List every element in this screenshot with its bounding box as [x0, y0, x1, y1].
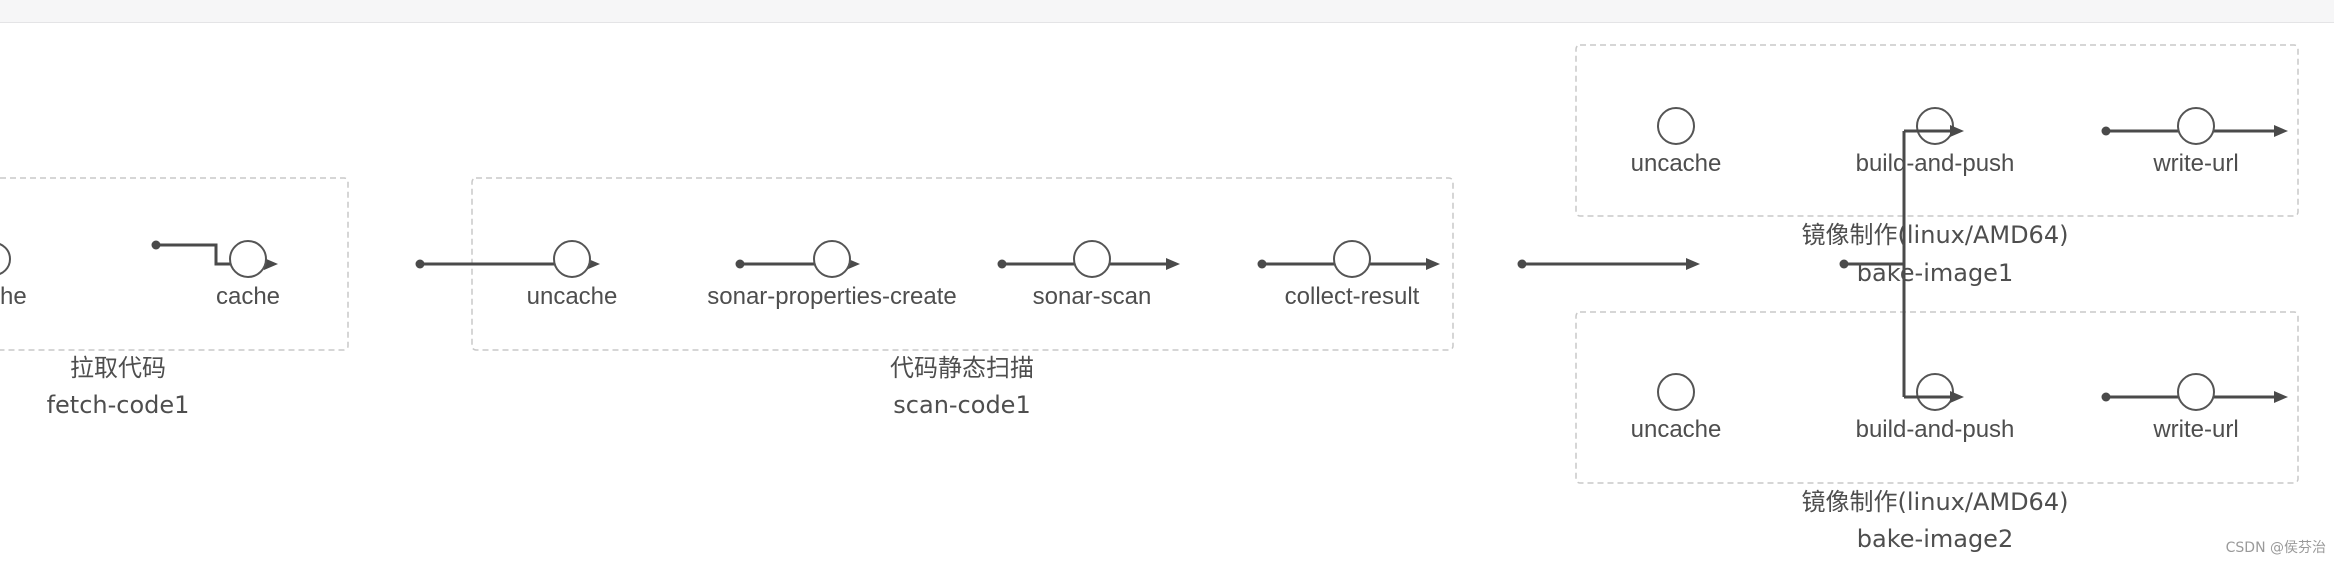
- task-node-build-and-push[interactable]: [1916, 373, 1954, 411]
- task-label-write-url: write-url: [2152, 416, 2238, 443]
- task-label-build-and-push: build-and-push: [1856, 416, 2015, 443]
- task-node-sonar-scan[interactable]: [1073, 240, 1111, 278]
- edge-start-dot: [1257, 259, 1267, 269]
- task-label-partial: he: [0, 283, 27, 310]
- stage-box-fetch-code1[interactable]: [0, 177, 349, 351]
- edge-start-dot: [1517, 259, 1527, 269]
- task-node-cache[interactable]: [229, 240, 267, 278]
- task-label-cache: cache: [216, 283, 280, 310]
- stage-title-bake-image1: 镜像制作(linux/AMD64): [1802, 221, 2069, 249]
- task-node-uncache[interactable]: [1657, 107, 1695, 145]
- task-label-uncache: uncache: [1631, 416, 1722, 443]
- edge-start-dot: [2101, 392, 2111, 402]
- stage-title-scan-code1: 代码静态扫描: [890, 354, 1034, 382]
- task-label-uncache: uncache: [1631, 150, 1722, 177]
- task-label-collect-result: collect-result: [1285, 283, 1420, 310]
- stage-name-bake-image2: bake-image2: [1857, 525, 2013, 553]
- task-node-write-url[interactable]: [2177, 107, 2215, 145]
- watermark-text: CSDN @侯芬治: [2226, 540, 2326, 556]
- arrow-head: [2274, 125, 2288, 137]
- task-label-sonar-properties-create: sonar-properties-create: [707, 283, 956, 310]
- task-node-write-url[interactable]: [2177, 373, 2215, 411]
- task-node-uncache[interactable]: [1657, 373, 1695, 411]
- task-label-sonar-scan: sonar-scan: [1033, 283, 1152, 310]
- edge-start-dot: [1839, 259, 1849, 269]
- edge-start-dot: [735, 259, 745, 269]
- task-label-build-and-push: build-and-push: [1856, 150, 2015, 177]
- stage-name-scan-code1: scan-code1: [893, 391, 1030, 419]
- edge-start-dot: [997, 259, 1007, 269]
- stage-name-fetch-code1: fetch-code1: [47, 391, 190, 419]
- stage-title-fetch-code1: 拉取代码: [70, 354, 166, 382]
- task-node-uncache[interactable]: [553, 240, 591, 278]
- arrow-head: [2274, 391, 2288, 403]
- arrow-head: [1166, 258, 1180, 270]
- arrow-head: [1950, 125, 1964, 137]
- task-node-partial[interactable]: [0, 243, 11, 275]
- task-node-build-and-push[interactable]: [1916, 107, 1954, 145]
- arrow-head: [264, 258, 278, 270]
- stage-title-bake-image2: 镜像制作(linux/AMD64): [1802, 488, 2069, 516]
- arrow-head: [1950, 391, 1964, 403]
- arrow-head: [1426, 258, 1440, 270]
- arrow-head: [1686, 258, 1700, 270]
- edge-start-dot: [415, 259, 425, 269]
- edge-start-dot: [151, 240, 161, 250]
- edge-start-dot: [2101, 126, 2111, 136]
- task-label-write-url: write-url: [2152, 150, 2238, 177]
- task-node-sonar-properties-create[interactable]: [813, 240, 851, 278]
- stage-name-bake-image1: bake-image1: [1857, 259, 2013, 287]
- top-toolbar-strip: [0, 0, 2334, 23]
- task-label-uncache: uncache: [527, 283, 618, 310]
- stage-box-bake-image2[interactable]: [1575, 311, 2299, 484]
- stage-box-bake-image1[interactable]: [1575, 44, 2299, 217]
- task-node-collect-result[interactable]: [1333, 240, 1371, 278]
